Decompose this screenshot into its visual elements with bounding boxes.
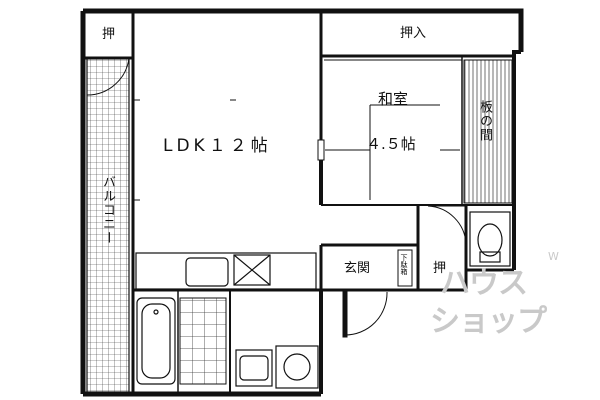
label-oshiire: 押入 [400, 26, 427, 41]
itanoma-floor [463, 59, 513, 204]
watermark-brand-sub: ショップ [430, 304, 547, 339]
entrance-door [342, 291, 388, 338]
washroom [235, 345, 319, 389]
watermark-mark: W [548, 250, 559, 263]
label-ldk: LDK１２帖 [163, 136, 272, 156]
watermark-brand: ハウス [440, 266, 528, 301]
tatami-lines [325, 104, 460, 200]
toilet [469, 211, 511, 267]
bath-tile-floor [179, 297, 227, 385]
exterior-walls [80, 8, 524, 397]
ldk-wall-opening [317, 139, 325, 161]
label-washitsu-size: ４.５帖 [366, 135, 416, 153]
kitchen-counter [135, 252, 317, 292]
shoe-cabinet [397, 249, 413, 287]
label-oshi-topleft: 押 [102, 27, 116, 42]
label-genkan: 玄関 [344, 261, 371, 276]
label-oshi-entry: 押 [433, 261, 447, 276]
label-itanoma: 板の間 [477, 100, 492, 142]
label-geta-bako: 下駄箱 [400, 254, 408, 275]
bathtub [136, 297, 176, 385]
toilet-door [427, 205, 467, 245]
balcony-area [86, 57, 130, 393]
label-washitsu: 和室 [378, 90, 409, 108]
label-balcony: バルコニー [100, 175, 115, 245]
dimension-ticks [133, 99, 236, 201]
